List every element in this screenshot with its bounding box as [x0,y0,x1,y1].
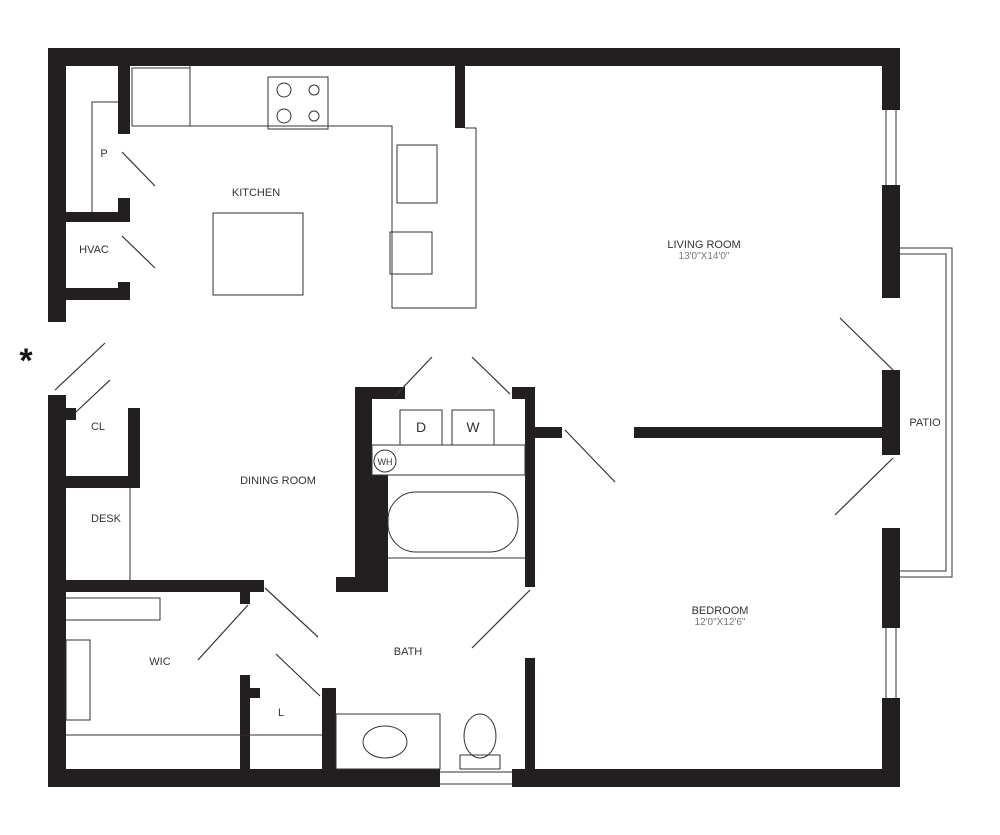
bedroom-size: 12'0"X12'6" [694,617,746,628]
kitchen-label: KITCHEN [231,187,281,199]
wic-label: WIC [149,656,171,668]
dining-room-label: DINING ROOM [240,475,316,487]
closet-label: CL [90,421,106,433]
bath-label: BATH [393,646,423,658]
water-heater-label: WH [377,457,393,467]
bedroom-name: BEDROOM [691,605,749,617]
living-room-name: LIVING ROOM [667,239,741,251]
doors[interactable] [54,151,894,697]
fixtures [65,66,953,785]
patio-label: PATIO [909,417,941,429]
pantry-label: P [100,148,108,160]
dryer-label: D [415,419,427,435]
washer-label: W [466,419,480,435]
entry-marker: * [19,342,33,380]
living-room-size: 13'0"X14'0" [678,251,730,262]
hvac-label: HVAC [79,244,109,256]
walls [48,48,900,787]
desk-label: DESK [91,513,121,525]
linen-label: L [277,707,285,719]
